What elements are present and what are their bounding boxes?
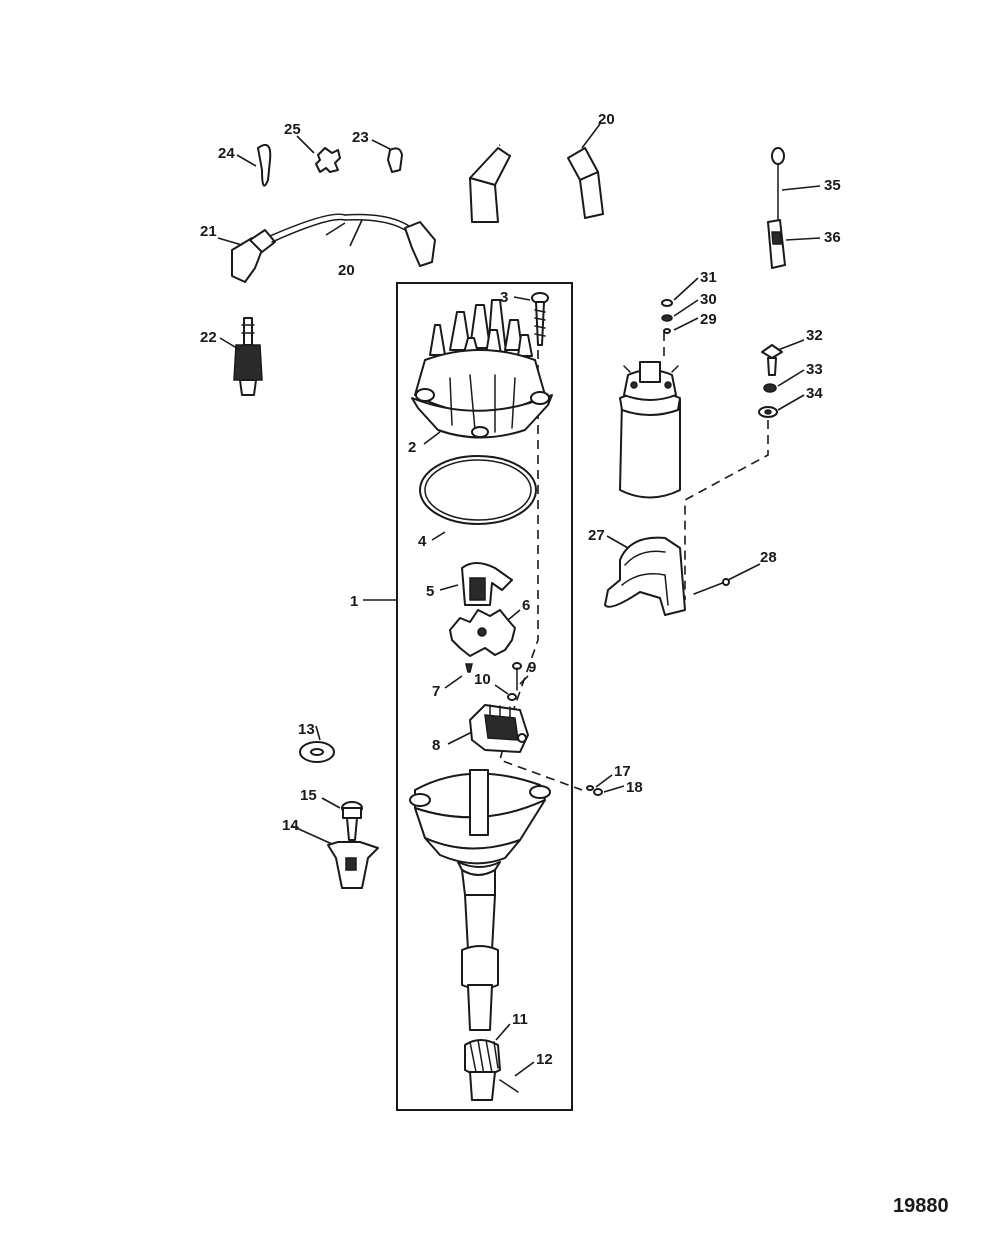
distributor-assembly-frame [396,282,573,1111]
callout-1: 1 [350,593,358,610]
pole-piece [449,609,516,657]
callout-25: 25 [284,121,301,138]
callout-6: 6 [522,597,530,614]
callout-28: 28 [760,549,777,566]
spark-plug [233,317,263,396]
callout-33: 33 [806,361,823,378]
callout-27: 27 [588,527,605,544]
callout-29: 29 [700,311,717,328]
coil-bracket-lockwasher [763,383,777,393]
callout-leader-lines [217,123,821,1077]
module-terminal-nut [586,785,594,791]
callout-23: 23 [352,129,369,146]
callout-30: 30 [700,291,717,308]
callout-7: 7 [432,683,440,700]
coil-bracket-bolt [761,344,783,376]
coil-terminal-washer [663,328,671,334]
callout-21: 21 [200,223,217,240]
callout-20-lower: 20 [338,262,355,279]
ignition-module [469,704,529,753]
callout-3: 3 [500,289,508,306]
callout-13: 13 [298,721,315,738]
callout-18: 18 [626,779,643,796]
callout-11: 11 [512,1011,528,1028]
callout-5: 5 [426,583,434,600]
gear-roll-pin [499,1079,519,1093]
cap-screw [531,292,549,346]
strap-clamp [767,219,786,269]
callout-36: 36 [824,229,841,246]
callout-17: 17 [614,763,631,780]
callout-35: 35 [824,177,841,194]
callout-14: 14 [282,817,299,834]
module-terminal-washer [593,788,603,796]
coil-terminal-nut [661,299,673,307]
bracket-screw [693,578,730,595]
distributor-housing [409,769,551,1031]
coil-bracket [604,536,686,616]
callout-20-upper: 20 [598,111,615,128]
callout-32: 32 [806,327,823,344]
callout-10: 10 [474,671,491,688]
spark-plug-wire-lower [231,213,436,283]
drive-gear [464,1039,501,1101]
coil-terminal-lockwasher [661,314,673,322]
hold-down-washer [299,741,335,763]
hold-down-bolt [341,801,363,841]
wire-clip [387,147,403,173]
callout-4: 4 [418,533,427,550]
module-screw [512,662,522,691]
hold-down-clamp [327,841,379,889]
callout-12: 12 [536,1051,553,1068]
ground-strap [771,147,785,223]
wire-separator [315,147,341,173]
callout-34: 34 [806,385,823,402]
callout-labels: 1 2 3 4 5 6 7 8 9 10 11 12 13 14 15 17 1… [200,111,841,1068]
rotor [461,562,513,606]
distributor-cap [411,299,553,439]
callout-8: 8 [432,737,440,754]
callout-22: 22 [200,329,217,346]
figure-number: 19880 [893,1195,949,1217]
callout-31: 31 [700,269,717,286]
wire-retainer [257,144,272,187]
ignition-coil [619,361,681,499]
coil-bracket-washer [758,406,778,418]
pole-piece-screw [465,663,473,673]
module-washer [507,693,517,701]
callout-9: 9 [528,659,536,676]
assembly-guide-lines [499,332,769,791]
callout-2: 2 [408,439,416,456]
cap-gasket [419,455,537,525]
callout-15: 15 [300,787,317,804]
callout-24: 24 [218,145,235,162]
spark-plug-wire-upper [469,130,604,223]
